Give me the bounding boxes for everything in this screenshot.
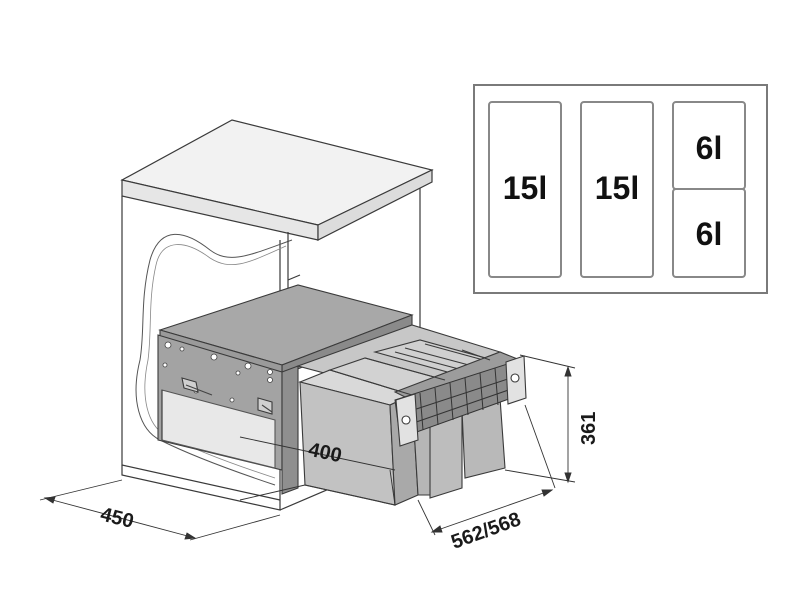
pullout-frame	[157, 284, 414, 495]
bins	[296, 324, 527, 506]
dim-label-450: 450	[98, 504, 136, 533]
compartment-4-label: 6l	[696, 216, 723, 252]
compartment-3-label: 6l	[696, 130, 723, 166]
dim-label-562-568: 562/568	[448, 508, 523, 553]
dim-line-562	[431, 489, 553, 533]
compartment-2	[580, 101, 654, 278]
compartment-4	[672, 188, 746, 278]
dim-label-361: 361	[578, 412, 600, 445]
dimension-lines	[39, 354, 576, 541]
compartment-2-label: 15l	[595, 170, 639, 206]
countertop-side	[317, 169, 433, 241]
compartment-1	[488, 101, 562, 278]
capacity-legend: 15l 15l 6l 6l	[473, 84, 768, 294]
cabinet	[120, 119, 434, 511]
compartment-1-label: 15l	[503, 170, 547, 206]
cabinet-side-cutout	[135, 233, 293, 486]
bin-rail-grid	[394, 359, 521, 439]
countertop-top	[120, 119, 434, 226]
dim-line-450	[44, 497, 196, 539]
